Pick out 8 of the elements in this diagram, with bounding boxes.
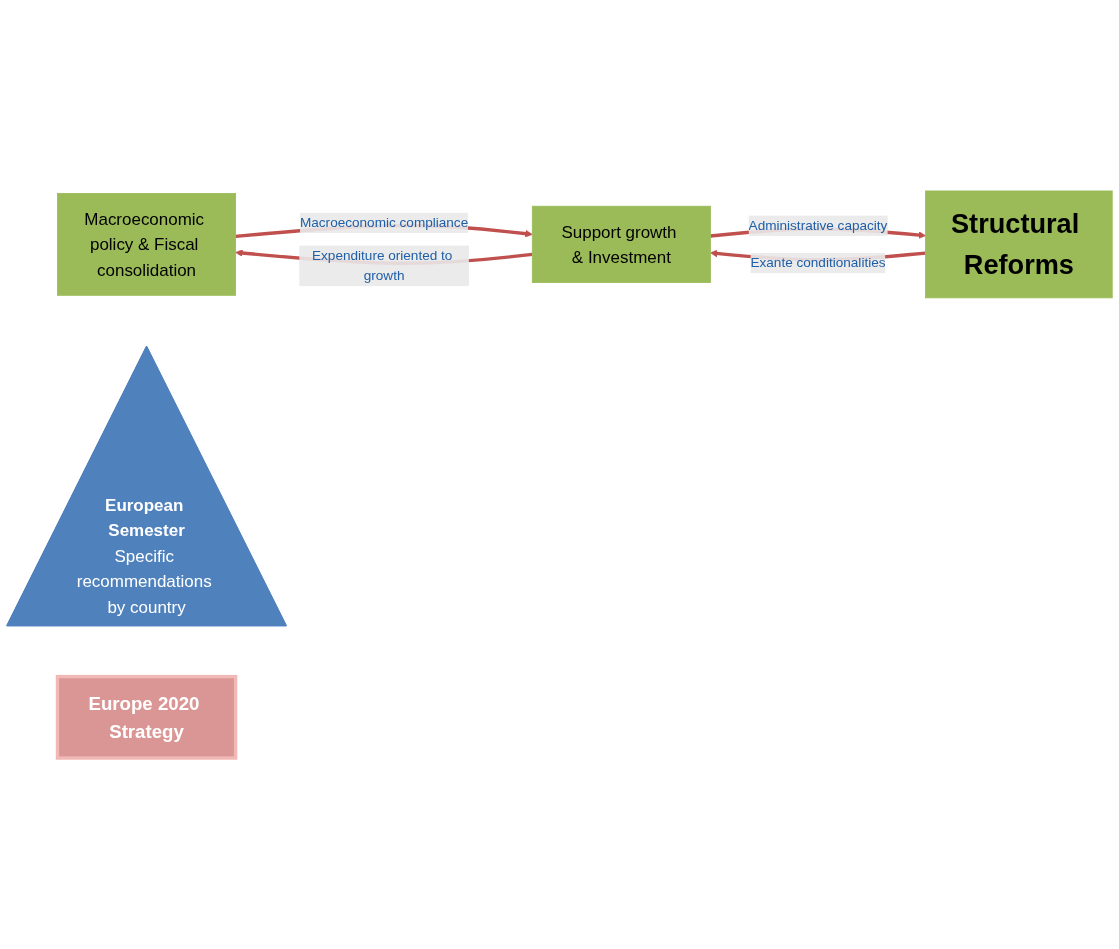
node-box: Macroeconomic policy & Fiscal consolidation bbox=[57, 193, 237, 296]
node-box: Support growth & Investment bbox=[531, 205, 711, 283]
edge-label: Administrative capacity bbox=[748, 218, 888, 233]
node-box: Europe 2020 Strategy bbox=[55, 674, 238, 760]
edge-label: Expenditure oriented to growth bbox=[312, 248, 453, 283]
edge-label: Exante conditionalities bbox=[750, 255, 886, 270]
node-box: Structural Reforms bbox=[925, 190, 1113, 299]
edge-label: Macroeconomic compliance bbox=[299, 215, 469, 230]
